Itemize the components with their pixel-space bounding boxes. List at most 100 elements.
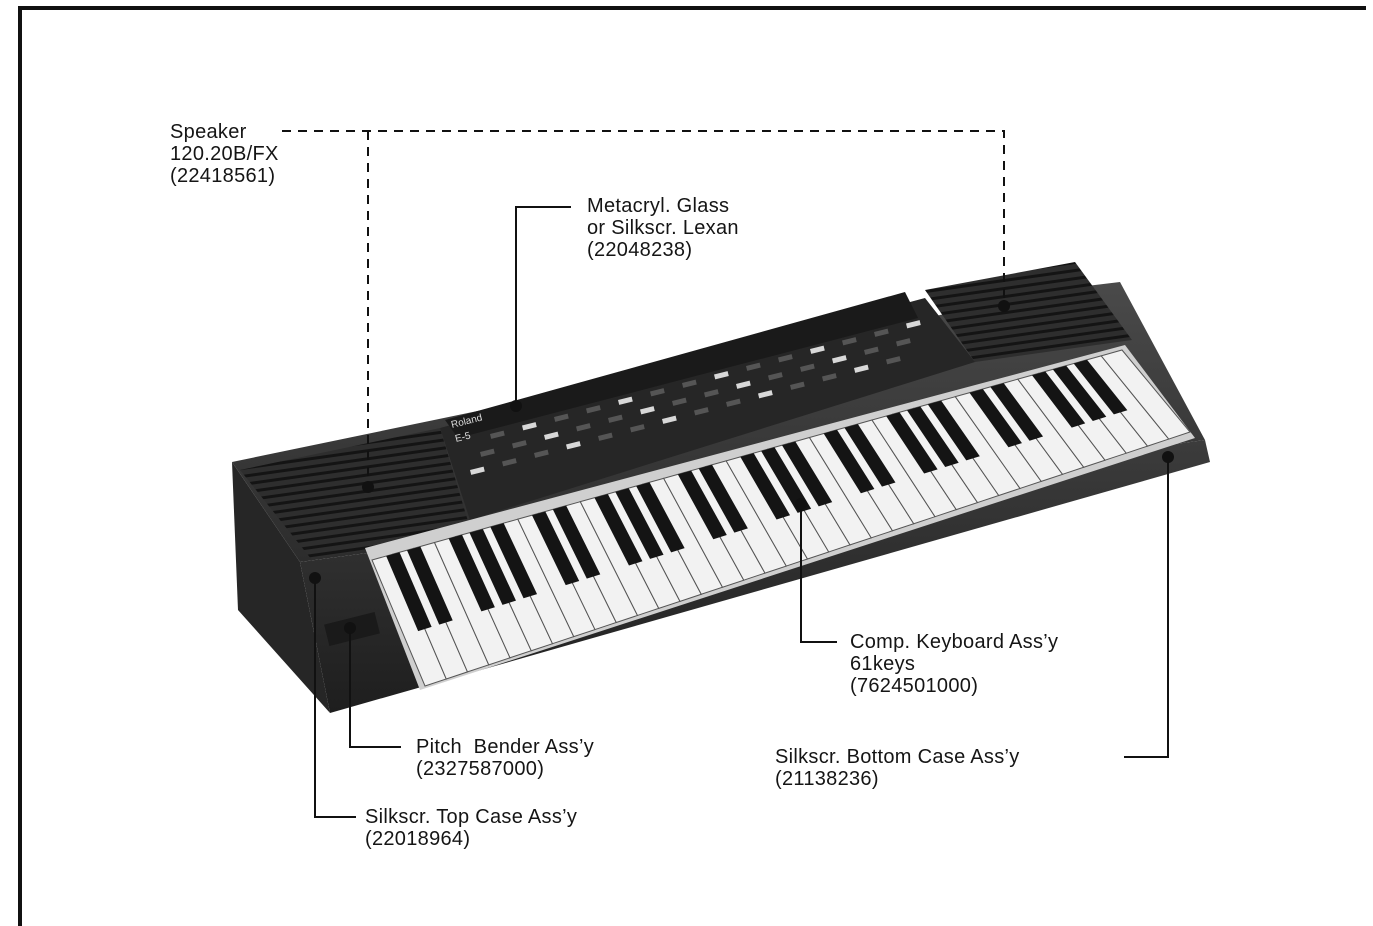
glass-callout-line-2: or Silkscr. Lexan	[587, 217, 739, 239]
top-case-callout: Silkscr. Top Case Ass’y (22018964)	[365, 806, 577, 850]
white-key	[1100, 349, 1191, 440]
panel-button	[735, 380, 751, 389]
black-key	[386, 552, 432, 632]
speaker-callout-line-2: 120.20B/FX	[170, 143, 279, 165]
display-window	[445, 292, 918, 438]
bottom-case-dot	[1162, 451, 1174, 463]
panel-button	[873, 328, 889, 337]
panel-button	[810, 345, 825, 354]
speaker-callout-line-3: (22418561)	[170, 165, 276, 187]
panel-button	[778, 354, 793, 363]
panel-button	[469, 466, 485, 475]
glass-callout: Metacryl. Glass or Silkscr. Lexan (22048…	[587, 195, 739, 261]
model-logo: E-5	[454, 430, 472, 445]
panel-button	[768, 372, 783, 381]
keyboard-dot	[795, 498, 807, 510]
panel-button	[597, 432, 613, 441]
black-key	[1032, 371, 1086, 428]
top-case-callout-line-2: (22018964)	[365, 828, 471, 850]
black-key	[907, 406, 959, 467]
panel-button	[576, 423, 591, 432]
top-case-leader	[314, 578, 356, 818]
black-key	[615, 488, 664, 559]
black-key	[407, 546, 453, 625]
black-key	[594, 493, 643, 566]
speaker-right-dot	[998, 300, 1010, 312]
pitch-bender-dot	[344, 622, 356, 634]
top-case-dot	[309, 572, 321, 584]
black-key	[823, 429, 875, 494]
panel-button	[522, 422, 537, 431]
panel-button	[630, 424, 645, 433]
panel-button	[566, 441, 581, 450]
panel-button	[800, 363, 815, 372]
top-case-callout-line-1: Silkscr. Top Case Ass’y	[365, 806, 578, 828]
panel-button	[649, 388, 665, 397]
black-key	[761, 447, 812, 513]
panel-button	[746, 362, 761, 371]
keyboard-callout: Comp. Keyboard Ass’y 61keys (7624501000)	[850, 631, 1058, 697]
panel-button	[543, 431, 559, 440]
bottom-case-leader	[1124, 457, 1169, 758]
panel-button	[608, 414, 623, 423]
panel-button	[905, 320, 921, 329]
black-key	[886, 412, 938, 474]
pitch-bender-callout-line-1: Pitch Bender Ass’y	[416, 736, 595, 758]
panel-button	[853, 364, 869, 373]
glass-callout-line-1: Metacryl. Glass	[587, 195, 730, 217]
black-key	[636, 482, 685, 553]
pitch-bender-callout-line-2: (2327587000)	[416, 758, 545, 780]
panel-button	[694, 407, 709, 416]
bottom-case-callout-line-1: Silkscr. Bottom Case Ass’y	[775, 746, 1020, 768]
panel-button	[618, 396, 633, 405]
panel-button	[553, 413, 569, 422]
speaker-left-dot	[362, 481, 374, 493]
pitch-bender-leader	[349, 628, 401, 748]
keyboard-callout-line-1: Comp. Keyboard Ass’y	[850, 631, 1059, 653]
panel-button	[842, 337, 857, 346]
panel-button	[704, 389, 719, 398]
black-keys	[386, 359, 1128, 632]
panel-button	[821, 373, 837, 382]
panel-button	[832, 355, 847, 364]
speaker-callout: Speaker 120.20B/FX (22418561)	[170, 121, 279, 187]
glass-leader	[515, 206, 571, 406]
black-key	[927, 400, 980, 461]
black-key	[532, 511, 580, 586]
leader-dots	[309, 300, 1174, 634]
speaker-grille-left	[240, 428, 470, 560]
panel-button	[586, 405, 601, 414]
panel-button	[662, 415, 677, 424]
panel-button	[714, 371, 729, 380]
diagram-frame	[18, 6, 1366, 926]
glass-dot	[510, 400, 522, 412]
panel-button	[502, 458, 517, 467]
case-left-end	[232, 462, 330, 713]
black-key	[469, 528, 516, 605]
panel-button	[640, 406, 655, 415]
pitch-bender-callout: Pitch Bender Ass’y (2327587000)	[416, 736, 594, 780]
panel-button	[534, 449, 549, 458]
black-key	[1052, 365, 1107, 422]
black-key	[552, 505, 601, 579]
panel-buttons	[469, 320, 921, 475]
panel-button	[789, 381, 805, 390]
black-key	[1073, 359, 1128, 415]
panel-button	[758, 390, 773, 399]
leader-lines	[282, 130, 1169, 818]
black-key	[782, 441, 833, 507]
panel-button	[864, 346, 879, 355]
black-key	[677, 470, 727, 540]
panel-button	[726, 398, 741, 407]
panel-button	[886, 356, 901, 365]
bottom-case-callout: Silkscr. Bottom Case Ass’y (21138236)	[775, 746, 1020, 790]
panel-button	[490, 430, 505, 439]
black-key	[448, 534, 495, 612]
panel-button	[681, 379, 697, 388]
speaker-callout-line-1: Speaker	[170, 121, 247, 143]
speaker-grille-right	[925, 262, 1132, 362]
panel-button	[479, 448, 495, 457]
speaker-leader	[282, 130, 1005, 306]
